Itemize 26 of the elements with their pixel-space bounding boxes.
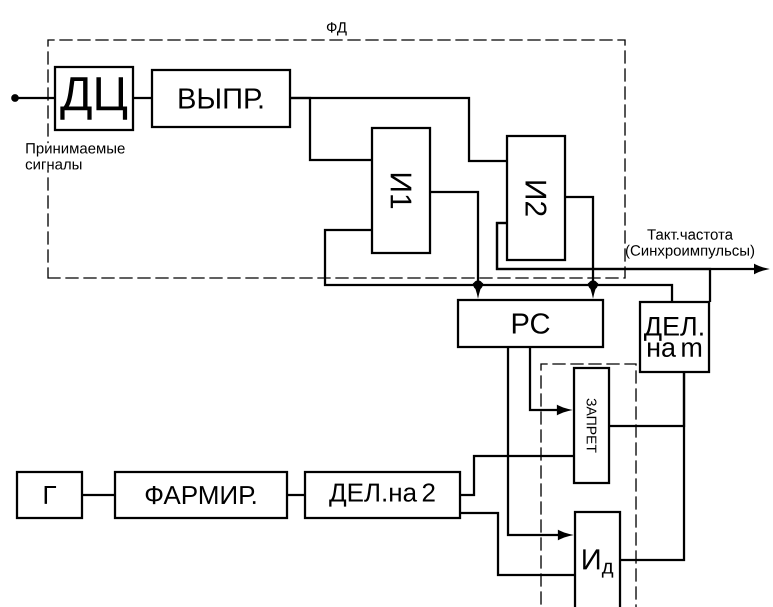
- connector-line: [290, 96, 507, 162]
- connector-line: [496, 222, 712, 302]
- block-box: И1: [370, 126, 432, 254]
- signal-label: Принимаемые сигналы: [26, 143, 125, 170]
- connector-line: [18, 96, 55, 100]
- edge-label: Такт.частота (Синхроимпульсы): [626, 229, 754, 259]
- connector-line: [82, 494, 115, 496]
- block-box: ЗАПРЕТ: [572, 366, 610, 484]
- connector-line: [460, 454, 574, 496]
- block-box: И2: [506, 134, 566, 262]
- connector-line: [324, 228, 674, 302]
- node-label: ФД: [326, 22, 347, 36]
- connector-line: [287, 494, 305, 496]
- dashed-group-box: [540, 363, 637, 607]
- block-box: ДЕЛ.на 2: [304, 470, 462, 520]
- block-box: ФАРМИР.: [114, 470, 288, 520]
- block-box: ВЫПР.: [150, 68, 292, 128]
- block-box: Г: [16, 470, 84, 520]
- block-box: И$_{д}$: [574, 510, 622, 607]
- connector-line: [133, 96, 152, 100]
- block-box: РС: [456, 298, 604, 348]
- connector-line: [620, 372, 686, 562]
- block-box: ДЕЛ. на m: [638, 300, 710, 374]
- block-box: ДЦ: [54, 66, 134, 132]
- connector-line: [460, 512, 575, 576]
- input-terminal-dot: [11, 94, 19, 102]
